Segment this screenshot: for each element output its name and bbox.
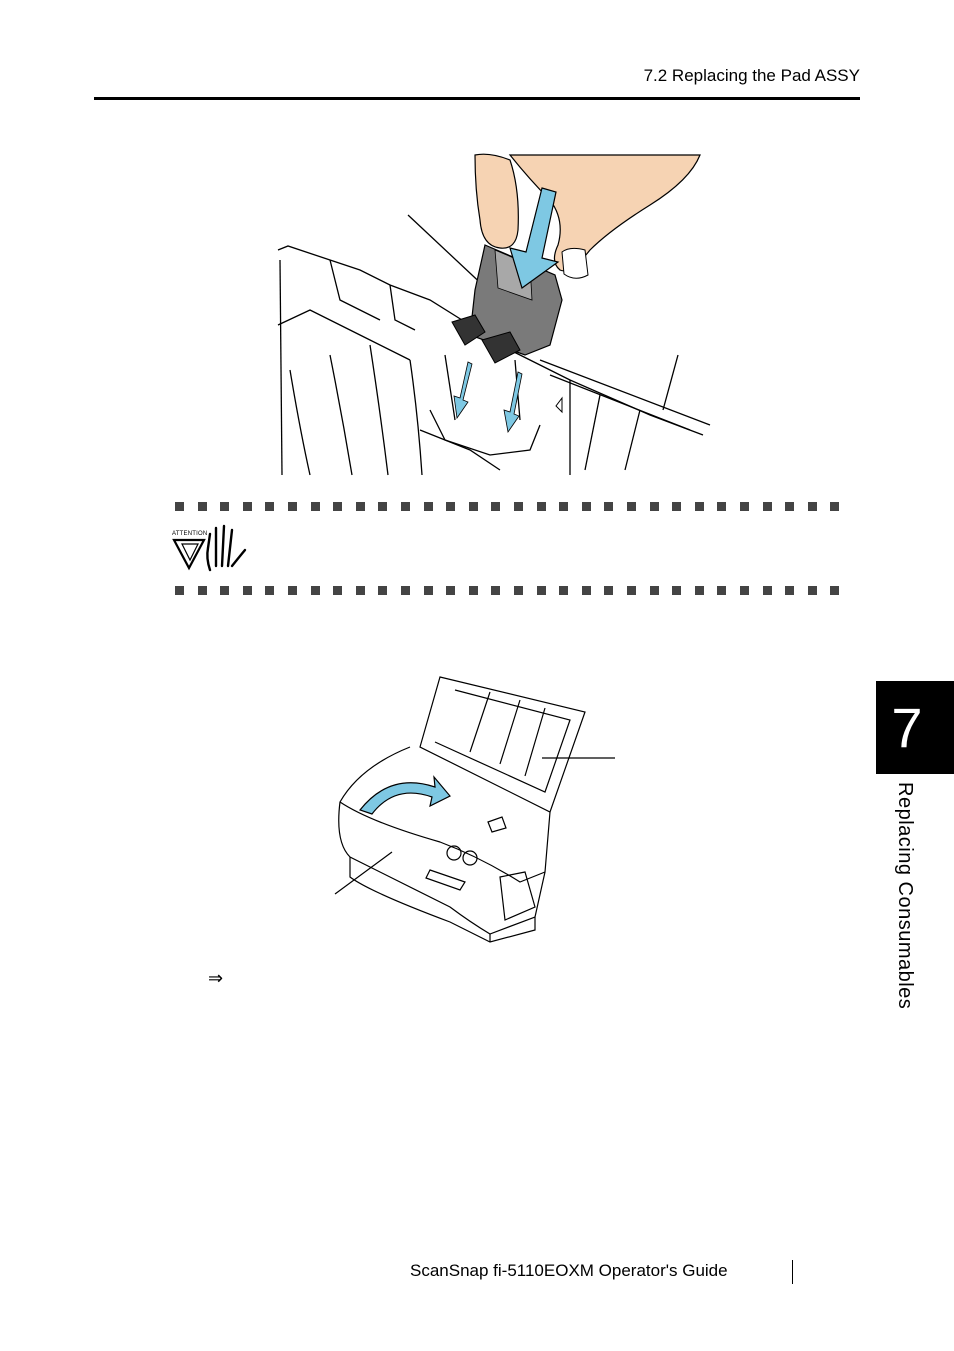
- divider-square: [401, 586, 410, 595]
- divider-square: [423, 502, 433, 511]
- divider-square: [649, 586, 659, 595]
- divider-square: [242, 586, 252, 595]
- divider-square: [762, 502, 772, 511]
- divider-square: [175, 502, 184, 511]
- divider-square: [242, 502, 252, 511]
- divider-square: [491, 586, 501, 595]
- divider-square: [514, 586, 523, 595]
- divider-square: [785, 586, 795, 595]
- divider-square: [468, 586, 478, 595]
- attention-top-divider: [175, 502, 855, 512]
- divider-square: [581, 502, 591, 511]
- result-marker: ⇒: [208, 968, 224, 988]
- chapter-tab: [876, 681, 954, 774]
- footer-guide-title: ScanSnap fi-5110EOXM Operator's Guide: [410, 1261, 728, 1280]
- divider-square: [220, 502, 230, 511]
- divider-square: [830, 586, 840, 595]
- divider-square: [694, 502, 704, 511]
- divider-square: [491, 502, 501, 511]
- divider-square: [627, 586, 636, 595]
- divider-square: [604, 502, 614, 511]
- divider-square: [694, 586, 704, 595]
- divider-square: [807, 502, 817, 511]
- divider-square: [785, 502, 795, 511]
- scanner-closing-illustration: [334, 676, 615, 943]
- divider-square: [333, 586, 343, 595]
- divider-square: [355, 502, 365, 511]
- divider-square: [378, 586, 388, 595]
- divider-square: [604, 586, 614, 595]
- divider-square: [310, 502, 320, 511]
- divider-square: [807, 586, 817, 595]
- divider-square: [265, 586, 275, 595]
- divider-square: [672, 586, 682, 595]
- divider-square: [288, 502, 297, 511]
- divider-square: [717, 502, 727, 511]
- pad-assy-installation-illustration: [277, 153, 711, 476]
- divider-square: [514, 502, 523, 511]
- divider-square: [423, 586, 433, 595]
- divider-square: [559, 586, 569, 595]
- divider-square: [355, 586, 365, 595]
- divider-square: [197, 502, 207, 511]
- divider-square: [175, 586, 184, 595]
- divider-square: [197, 586, 207, 595]
- divider-square: [559, 502, 569, 511]
- divider-square: [401, 502, 410, 511]
- divider-square: [288, 586, 297, 595]
- divider-square: [581, 586, 591, 595]
- attention-label: ATTENTION: [172, 531, 208, 537]
- divider-square: [536, 502, 546, 511]
- divider-square: [220, 586, 230, 595]
- divider-square: [649, 502, 659, 511]
- chapter-title: Replacing Consumables: [894, 782, 916, 1010]
- divider-square: [627, 502, 636, 511]
- divider-square: [672, 502, 682, 511]
- chapter-number: 7: [891, 696, 923, 759]
- section-title: 7.2 Replacing the Pad ASSY: [643, 66, 860, 85]
- divider-square: [468, 502, 478, 511]
- divider-square: [717, 586, 727, 595]
- divider-square: [333, 502, 343, 511]
- divider-square: [265, 502, 275, 511]
- divider-square: [446, 502, 456, 511]
- divider-square: [536, 586, 546, 595]
- divider-square: [378, 502, 388, 511]
- attention-icon: [172, 524, 247, 572]
- header-rule: [94, 97, 860, 100]
- divider-square: [762, 586, 772, 595]
- divider-square: [446, 586, 456, 595]
- divider-square: [310, 586, 320, 595]
- footer-divider: [792, 1260, 793, 1284]
- attention-bottom-divider: [175, 586, 855, 596]
- divider-square: [830, 502, 840, 511]
- divider-square: [740, 502, 749, 511]
- divider-square: [740, 586, 749, 595]
